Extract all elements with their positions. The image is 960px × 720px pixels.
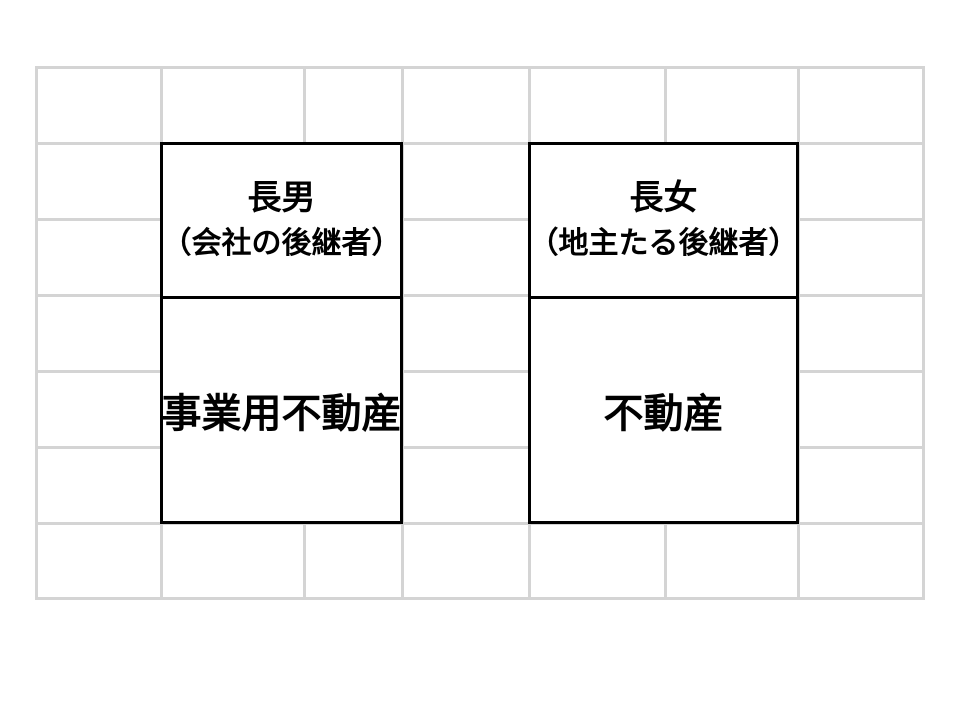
grid-line-horizontal (35, 370, 925, 373)
grid-line-horizontal (35, 294, 925, 297)
grid-line-horizontal (35, 218, 925, 221)
eldest-daughter-divider (531, 296, 796, 299)
eldest-son-box: 長男 （会社の後継者） 事業用不動産 (160, 142, 403, 524)
eldest-daughter-box: 長女 （地主たる後継者） 不動産 (528, 142, 799, 524)
grid-line-horizontal (35, 522, 925, 525)
grid-line-horizontal (35, 597, 925, 600)
eldest-son-role: （会社の後継者） (161, 225, 402, 261)
grid-line-horizontal (35, 66, 925, 69)
eldest-daughter-role: （地主たる後継者） (528, 225, 799, 261)
eldest-daughter-heading: 長女 （地主たる後継者） (528, 145, 799, 296)
grid-line-horizontal (35, 142, 925, 145)
eldest-son-title: 長男 (247, 178, 316, 218)
eldest-daughter-title: 長女 (629, 178, 698, 218)
eldest-son-asset: 事業用不動産 (161, 391, 402, 437)
grid-line-vertical (922, 66, 925, 600)
eldest-son-heading: 長男 （会社の後継者） (161, 145, 402, 296)
grid-line-vertical (35, 66, 38, 600)
eldest-daughter-asset: 不動産 (603, 391, 724, 437)
grid-line-horizontal (35, 446, 925, 449)
eldest-son-divider (163, 296, 400, 299)
